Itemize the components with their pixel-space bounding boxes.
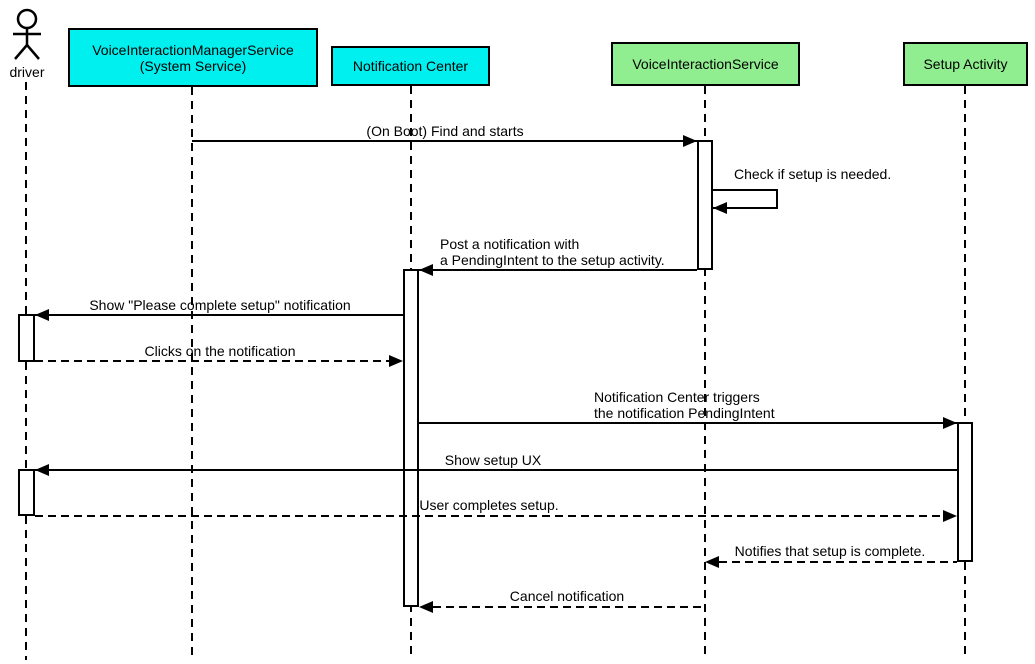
lifeline-voiceinteractionservice (704, 86, 706, 660)
arrowhead-left-icon (35, 309, 49, 321)
message-line (192, 140, 697, 142)
arrowhead-right-icon (683, 135, 697, 147)
message-line (433, 606, 704, 608)
participant-setup-activity: Setup Activity (903, 42, 1028, 86)
self-message-top-line (712, 189, 778, 191)
message-line (35, 515, 944, 517)
message-label: Check if setup is needed. (734, 166, 892, 182)
arrowhead-left-icon (713, 202, 727, 214)
message-label: Post a notification with a PendingIntent… (440, 236, 665, 268)
message-label: Clicks on the notification (144, 343, 296, 359)
message-label: Show "Please complete setup" notificatio… (89, 297, 351, 313)
message-label: Notifies that setup is complete. (734, 543, 926, 559)
message-label: Cancel notification (509, 588, 625, 604)
arrowhead-left-icon (419, 601, 433, 613)
lifeline-voiceinteractionmanagerservice (191, 87, 193, 660)
participant-notification-center: Notification Center (331, 46, 490, 86)
self-message-side-line (776, 189, 778, 209)
actor-icon (13, 8, 41, 60)
arrowhead-left-icon (705, 556, 719, 568)
arrowhead-left-icon (35, 464, 49, 476)
message-line (719, 561, 957, 563)
message-line (35, 360, 390, 362)
message-label: Notification Center triggers the notific… (594, 389, 775, 421)
arrowhead-left-icon (419, 264, 433, 276)
message-line (419, 422, 957, 424)
message-label: User completes setup. (419, 497, 559, 513)
activation-driver-1 (18, 314, 35, 362)
participant-voiceinteractionmanagerservice: VoiceInteractionManagerService (System S… (68, 28, 318, 87)
message-line (35, 314, 403, 316)
message-line (35, 469, 957, 471)
message-label: Show setup UX (444, 452, 542, 468)
arrowhead-right-icon (943, 417, 957, 429)
activation-notification-center (403, 269, 419, 607)
message-label: (On Boot) Find and starts (366, 123, 524, 139)
activation-voiceinteractionservice (697, 140, 713, 270)
actor-label-driver: driver (9, 64, 45, 80)
arrowhead-right-icon (389, 355, 403, 367)
lifeline-setup-activity (964, 86, 966, 660)
activation-driver-2 (18, 469, 35, 516)
activation-setup-activity (957, 422, 973, 562)
arrowhead-right-icon (943, 510, 957, 522)
participant-voiceinteractionservice: VoiceInteractionService (611, 42, 800, 86)
message-line (419, 269, 697, 271)
lifeline-driver (25, 82, 27, 660)
self-message-bottom-line (713, 207, 778, 209)
